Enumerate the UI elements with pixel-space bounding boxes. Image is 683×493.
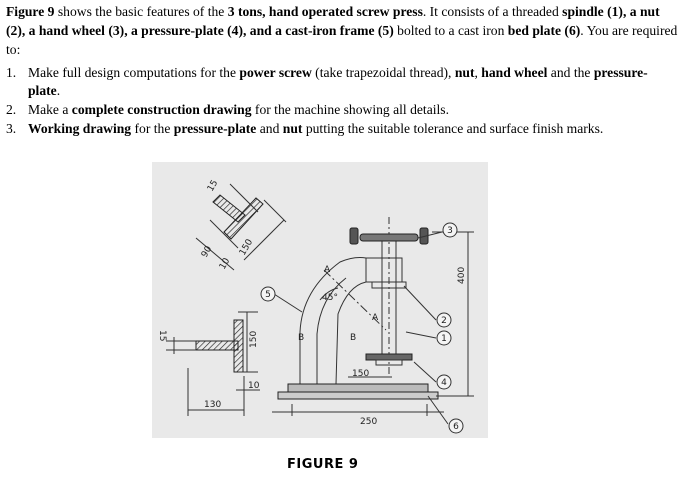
dim-250: 250 — [360, 417, 377, 427]
bed-plate — [272, 376, 444, 416]
intro-bold: 3 tons, hand operated screw press — [227, 4, 423, 19]
t-section-left — [166, 311, 260, 416]
task-list: 1. Make full design computations for the… — [6, 64, 678, 139]
intro-text: bolted to a cast iron — [393, 23, 508, 38]
drawing-svg: 5 3 2 1 4 6 15 90 10 150 15 150 10 130 4… — [157, 179, 474, 434]
problem-statement: Figure 9 shows the basic features of the… — [6, 2, 678, 59]
dim-15-top: 15 — [206, 179, 220, 194]
intro-bold: spindle (1), a nut (2), a hand wheel (3)… — [6, 4, 660, 38]
callout-5 — [260, 286, 276, 302]
list-number: 1. — [6, 65, 17, 80]
section-label-b: B — [350, 333, 356, 343]
dim-90: 90 — [200, 244, 215, 259]
section-label-a: A — [372, 313, 379, 323]
screw-press-drawing: 5 3 2 1 4 6 15 90 10 150 15 150 10 130 4… — [152, 162, 488, 438]
list-item: 2. Make a complete construction drawing … — [6, 102, 449, 117]
dim-150-diag: 150 — [238, 237, 255, 257]
callout-6 — [448, 418, 464, 434]
section-label-a: A — [324, 265, 331, 275]
t-section-top — [195, 183, 287, 271]
intro-text: shows the basic features of the — [54, 4, 228, 19]
intro-bold: bed plate (6) — [507, 23, 581, 38]
spindle-assembly — [349, 217, 429, 377]
list-number: 3. — [6, 121, 17, 136]
callout-label: 4 — [441, 378, 447, 388]
dim-400: 400 — [457, 267, 467, 284]
section-label-b: B — [298, 333, 304, 343]
dim-130: 130 — [204, 400, 221, 410]
dim-15-left: 15 — [157, 330, 167, 341]
callout-label: 6 — [453, 422, 459, 432]
callout-4 — [436, 374, 452, 390]
intro-text: . It consists of a threaded — [422, 4, 563, 19]
list-number: 2. — [6, 102, 17, 117]
callout-label: 2 — [441, 316, 447, 326]
dim-150-left: 150 — [249, 331, 259, 348]
callout-label: 3 — [447, 226, 453, 236]
figure-ref: Figure 9 — [6, 4, 55, 19]
callout-3 — [442, 222, 458, 238]
dim-150-plate: 150 — [352, 369, 369, 379]
callout-label: 5 — [265, 290, 271, 300]
intro-text: . You are required to: — [6, 23, 678, 57]
dim-10-bottom: 10 — [248, 381, 260, 391]
list-item: 1. Make full design computations for the… — [6, 65, 648, 98]
intro-paragraph: Figure 9 shows the basic features of the… — [6, 2, 678, 59]
callout-2 — [436, 312, 452, 328]
dim-45: 45° — [322, 293, 338, 303]
callout-1 — [436, 330, 452, 346]
list-item: 3. Working drawing for the pressure-plat… — [6, 121, 604, 136]
callout-label: 1 — [441, 334, 447, 344]
figure-caption: FIGURE 9 — [287, 457, 359, 472]
